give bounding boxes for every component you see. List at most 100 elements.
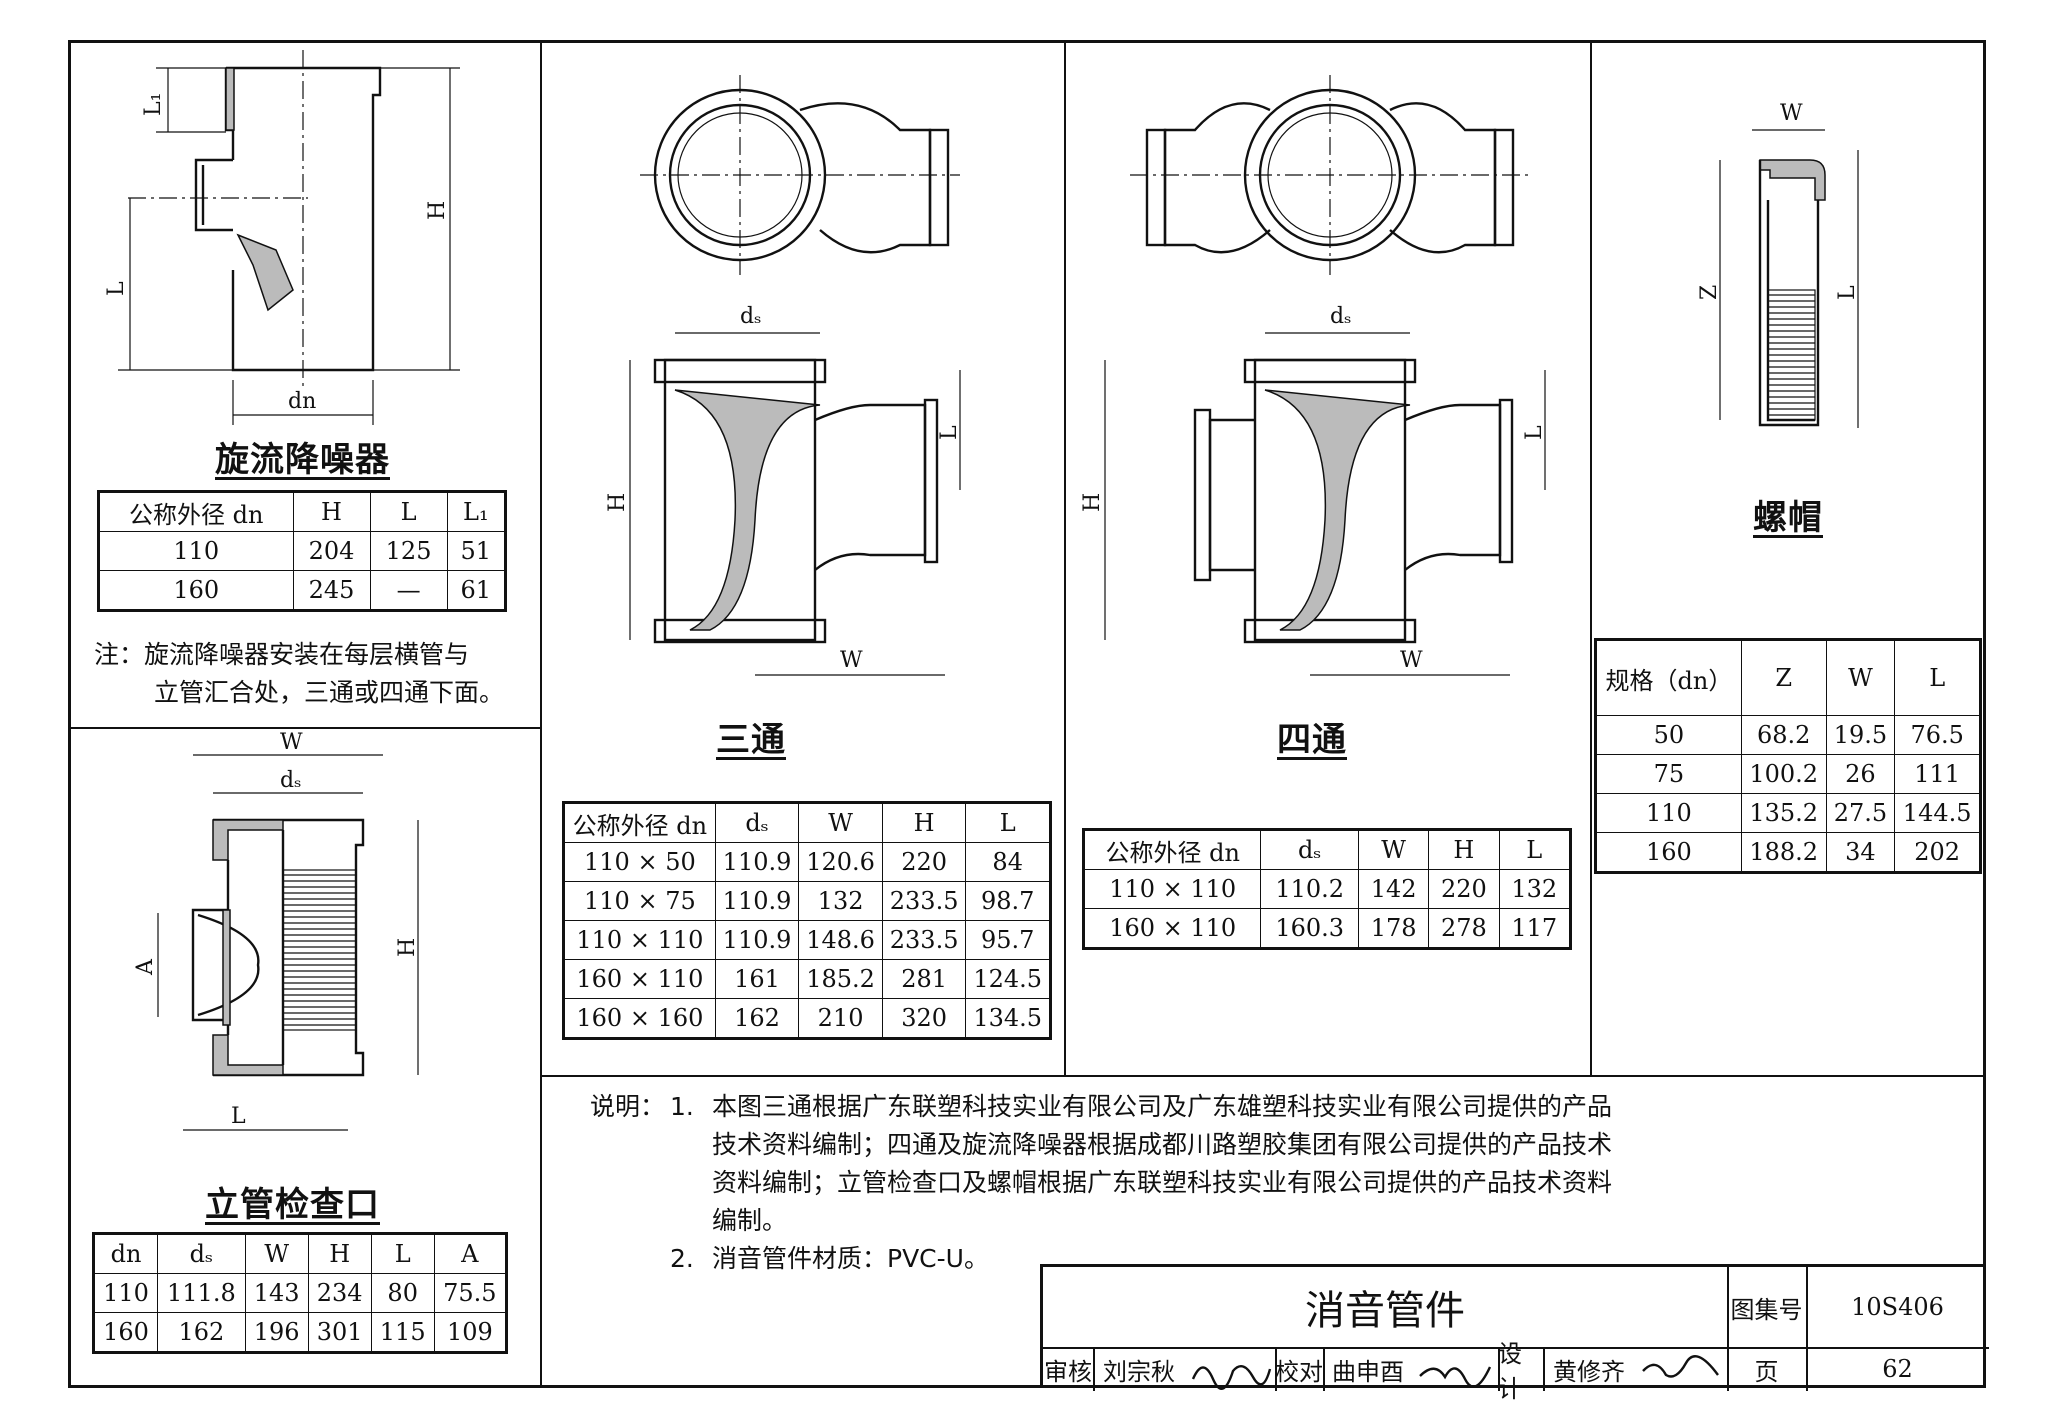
table-cell: 210 <box>798 998 883 1039</box>
explanation-line: 消音管件材质：PVC-U。 <box>712 1244 989 1273</box>
inspection-port-drawing: W dₛ A H L <box>133 730 420 1131</box>
inspection-port-ds-label: dₛ <box>280 768 302 793</box>
table-cell: 162 <box>714 998 800 1039</box>
explanation-line: 技术资料编制；四通及旋流降噪器根据成都川路塑胶集团有限公司提供的产品技术 <box>712 1130 1613 1159</box>
nut-cap-z-label: Z <box>1697 285 1722 300</box>
divider-v1 <box>540 40 542 1388</box>
table-cell: 143 <box>244 1273 309 1313</box>
table-cell: 162 <box>157 1312 246 1353</box>
explanation-num-1: 1. <box>670 1092 694 1121</box>
table-cell: 281 <box>881 959 967 999</box>
table-cell: 320 <box>881 998 967 1039</box>
note-line: 立管汇合处，三通或四通下面。 <box>154 678 505 707</box>
table-cell: 110 <box>98 531 294 571</box>
table-cell: 160 × 110 <box>563 959 716 999</box>
table-header: 公称外径 dn <box>563 802 716 843</box>
inspection-port-title: 立管检查口 <box>205 1185 380 1225</box>
noise-reducer-note: 注：旋流降噪器安装在每层横管与 立管汇合处，三通或四通下面。 <box>94 636 504 712</box>
table-cell: 160 <box>98 570 294 611</box>
tee-w-label: W <box>840 648 863 673</box>
nut-cap-l-label: L <box>1835 285 1860 300</box>
table-cell: 301 <box>307 1312 372 1353</box>
table-row: 110 135.2 27.5 144.5 <box>1595 793 1981 833</box>
tee-ds-label: dₛ <box>740 304 762 329</box>
noise-reducer-drawing: L₁ L H dn <box>104 50 460 425</box>
table-row: 110 × 110 110.9 148.6 233.5 95.7 <box>563 920 1051 960</box>
explanation-line: 资料编制；立管检查口及螺帽根据广东联塑科技实业有限公司提供的产品技术资料 <box>712 1168 1613 1197</box>
cross-title: 四通 <box>1277 720 1347 760</box>
table-cell: 233.5 <box>881 881 967 921</box>
table-cell: 95.7 <box>965 920 1051 960</box>
table-cell: 51 <box>446 531 507 571</box>
table-cell: 161 <box>714 959 800 999</box>
atlas-label: 图集号 <box>1730 1295 1803 1324</box>
table-header: 公称外径 dn <box>98 491 294 532</box>
table-cell: 132 <box>1498 869 1572 909</box>
tee-l-label: L <box>937 425 962 440</box>
cross-ds-label: dₛ <box>1330 304 1352 329</box>
tee-table: 公称外径 dn dₛ W H L 110 × 50 110.9 120.6 22… <box>562 801 1052 1040</box>
tb-divider <box>1498 1347 1500 1391</box>
table-cell: 110 <box>1595 793 1742 833</box>
table-cell: 220 <box>881 842 967 882</box>
table-cell: 278 <box>1428 908 1500 949</box>
table-cell: 98.7 <box>965 881 1051 921</box>
table-row: 160 245 — 61 <box>98 570 507 611</box>
table-cell: 132 <box>798 881 883 921</box>
table-cell: 110.9 <box>714 920 800 960</box>
nut-cap-w-label: W <box>1780 101 1803 126</box>
table-header-row: 公称外径 dn H L L₁ <box>98 491 507 532</box>
cross-drawing: dₛ H L W <box>1080 75 1547 676</box>
noise-reducer-dn-label: dn <box>288 389 316 414</box>
table-cell: 110 × 50 <box>563 842 716 882</box>
tb-divider <box>1093 1347 1095 1391</box>
explanation-line: 编制。 <box>712 1206 788 1235</box>
table-header: dₛ <box>1260 829 1359 870</box>
tee-title: 三通 <box>716 720 786 760</box>
table-row: 110 × 50 110.9 120.6 220 84 <box>563 842 1051 882</box>
table-cell: 134.5 <box>965 998 1051 1039</box>
table-header: H <box>881 802 967 843</box>
table-cell: 204 <box>292 531 371 571</box>
nut-cap-table: 规格（dn） Z W L 50 68.2 19.5 76.5 75 100.2 … <box>1594 638 1982 874</box>
title-block: 消音管件 图集号 10S406 审核 刘宗秋 校对 曲申酉 设计 黄修齐 页 6… <box>1040 1264 1989 1403</box>
table-header: A <box>433 1233 508 1274</box>
table-header-row: 公称外径 dn dₛ W H L <box>563 802 1051 843</box>
table-row: 110 111.8 143 234 80 75.5 <box>92 1273 508 1313</box>
checker-name: 曲申酉 <box>1332 1357 1404 1386</box>
table-cell: 110.9 <box>714 881 800 921</box>
table-cell: 160 <box>1595 832 1742 873</box>
table-row: 50 68.2 19.5 76.5 <box>1595 715 1981 755</box>
table-cell: 19.5 <box>1825 715 1896 755</box>
divider-h2 <box>540 1075 1986 1077</box>
table-cell: 160 × 110 <box>1082 908 1262 949</box>
table-cell: 233.5 <box>881 920 967 960</box>
table-cell: 234 <box>307 1273 372 1313</box>
table-header: W <box>1357 829 1430 870</box>
table-cell: 50 <box>1595 715 1742 755</box>
design-label: 设计 <box>1498 1340 1522 1403</box>
table-row: 110 × 110 110.2 142 220 132 <box>1082 869 1572 909</box>
table-row: 160 162 196 301 115 109 <box>92 1312 508 1353</box>
table-cell: 185.2 <box>798 959 883 999</box>
review-label: 审核 <box>1044 1357 1092 1386</box>
table-cell: 111 <box>1894 754 1981 794</box>
tb-divider <box>1543 1347 1545 1391</box>
thread-ribs <box>1767 289 1816 421</box>
table-header: dₛ <box>714 802 800 843</box>
explanation-label: 说明： <box>590 1092 666 1121</box>
table-cell: 220 <box>1428 869 1500 909</box>
table-row: 160 × 110 161 185.2 281 124.5 <box>563 959 1051 999</box>
drawing-title: 消音管件 <box>1305 1288 1465 1334</box>
table-cell: 61 <box>446 570 507 611</box>
inspection-port-table: dn dₛ W H L A 110 111.8 143 234 80 75.5 … <box>92 1232 508 1354</box>
table-header: Z <box>1740 639 1827 716</box>
table-row: 110 204 125 51 <box>98 531 507 571</box>
tb-divider <box>1323 1347 1325 1391</box>
explanation-line: 本图三通根据广东联塑科技实业有限公司及广东雄塑科技实业有限公司提供的产品 <box>712 1092 1613 1121</box>
checker-signature <box>1419 1366 1492 1388</box>
nut-cap-drawing: W Z L <box>1697 101 1860 428</box>
table-cell: 188.2 <box>1740 832 1827 873</box>
table-cell: 178 <box>1357 908 1430 949</box>
table-cell: 110.2 <box>1260 869 1359 909</box>
